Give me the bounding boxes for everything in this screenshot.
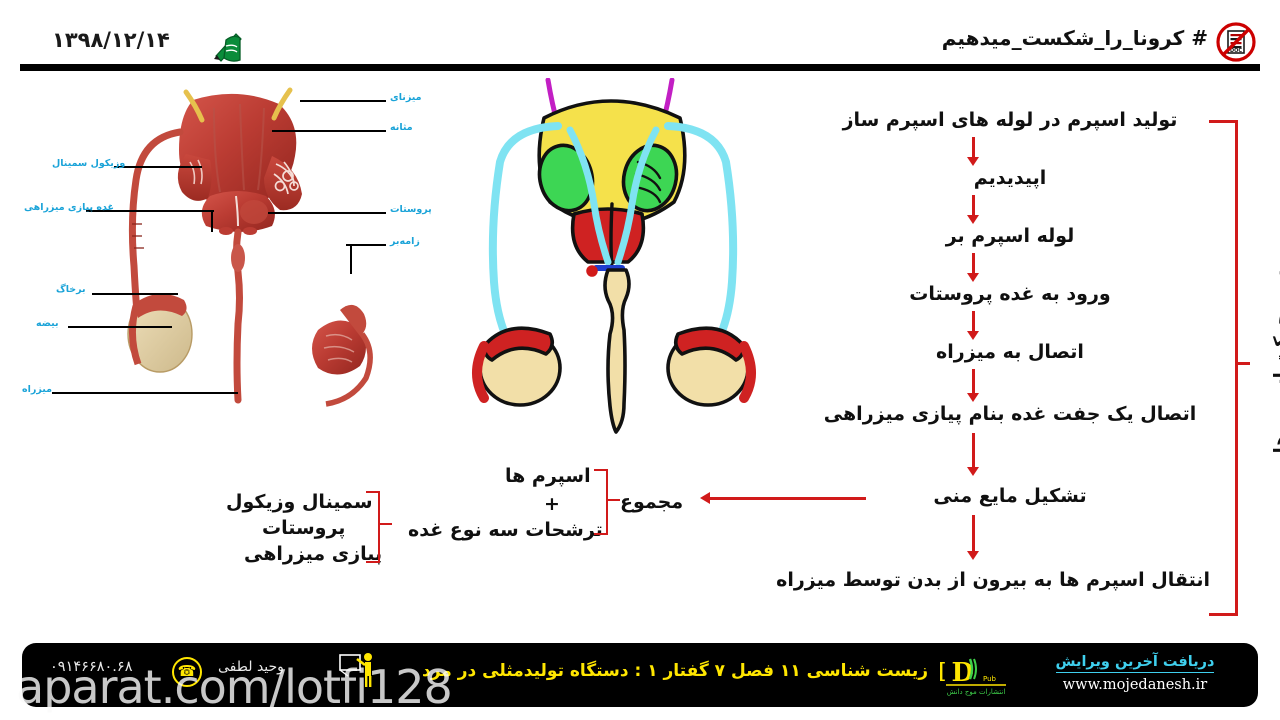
- label-prostate: پروستات: [390, 204, 432, 215]
- semen-composition-summary: اسپرم ها + ترشحات سه نوع غده مجموع سمینا…: [0, 455, 800, 615]
- label-bladder: مثانه: [390, 122, 413, 133]
- pathway-bracket: [1209, 120, 1238, 616]
- leader-line: [268, 212, 386, 214]
- glands-brace-tick: [378, 523, 392, 526]
- leader-line: [300, 100, 386, 102]
- contact-phone: ۰۹۱۴۶۶۸۰.۶۸: [50, 659, 133, 675]
- teacher-blackboard-icon: [339, 653, 372, 687]
- leader-line: [92, 293, 178, 295]
- flow-arrow-4: [972, 311, 975, 333]
- flow-step-7: تشکیل مایع منی: [933, 485, 1087, 507]
- flow-arrowhead-3: [967, 273, 979, 282]
- semen-total-arrow-line: [706, 497, 866, 500]
- label-ureter: میزنای: [390, 92, 422, 103]
- flow-arrow-6: [972, 433, 975, 469]
- flow-arrowhead-7: [967, 551, 979, 560]
- flow-step-1: تولید اسپرم در لوله های اسپرم ساز: [842, 109, 1178, 131]
- semen-total-arrow-head: [700, 492, 710, 504]
- leader-line: [350, 244, 352, 274]
- flow-arrowhead-1: [967, 157, 979, 166]
- leader-line: [114, 166, 202, 168]
- website-url: www.mojedanesh.ir: [1062, 677, 1208, 693]
- leader-line: [346, 244, 386, 246]
- flow-step-8: انتقال اسپرم ها به بیرون از بدن توسط میز…: [776, 569, 1210, 591]
- anatomy-schematic: [440, 77, 790, 448]
- phone-handset-icon: ☎: [172, 657, 202, 687]
- total-label: مجموع: [620, 491, 684, 513]
- flow-arrow-3: [972, 253, 975, 275]
- component-plus-sign: +: [544, 493, 560, 515]
- flow-arrowhead-5: [967, 393, 979, 402]
- slide-header: ۱۳۹۸/۱۲/۱۴ # کرونا_را_شکست_میدهیم DOC: [0, 0, 1280, 71]
- leader-line: [211, 210, 213, 232]
- svg-text:انتشارات موج دانش: انتشارات موج دانش: [947, 688, 1006, 696]
- label-bulbourethral-gland: غده پیازی میزراهی: [24, 202, 114, 213]
- leader-line: [272, 130, 386, 132]
- label-vas-deferens: زامه‌بر: [390, 236, 420, 247]
- flow-step-4: ورود به غده پروستات: [909, 283, 1111, 305]
- component-sperm: اسپرم ها: [505, 465, 591, 487]
- anatomy-photo-illustration: [127, 87, 373, 407]
- publisher-logo: M D Pub انتشارات موج دانش: [940, 658, 1006, 696]
- publisher-website-link[interactable]: دریافت آخرین ویرایش www.mojedanesh.ir: [1040, 651, 1230, 693]
- flow-arrowhead-6: [967, 467, 979, 476]
- lesson-title: زیست شناسی ۱۱ فصل ۷ گفتار ۱ : دستگاه تول…: [422, 661, 928, 681]
- teacher-name: وحید لطفی: [218, 659, 284, 675]
- aparat-watermark: aparat.com/lotfi128: [16, 660, 453, 714]
- leader-line: [86, 210, 214, 212]
- slide-footer: زیست شناسی ۱۱ فصل ۷ گفتار ۱ : دستگاه تول…: [22, 643, 1258, 707]
- label-testis: بیضه: [36, 318, 59, 329]
- header-date: ۱۳۹۸/۱۲/۱۴: [52, 28, 170, 52]
- label-urethra: میزراه: [22, 384, 53, 395]
- flow-arrow-2: [972, 195, 975, 217]
- no-document-prohibition-icon: DOC: [1216, 22, 1256, 62]
- components-brace-tick: [606, 499, 620, 502]
- sperm-pathway-flowchart: تولید اسپرم در لوله های اسپرم ساز اپیدید…: [776, 95, 1210, 615]
- component-secretions: ترشحات سه نوع غده: [408, 519, 603, 541]
- pathway-bracket-tick: [1236, 362, 1250, 365]
- hand-writing-pen-icon: [214, 33, 242, 62]
- flow-step-3: لوله اسپرم بر: [945, 225, 1075, 247]
- gland-bulbourethral: پیازی میزراهی: [244, 543, 383, 565]
- flow-arrow-7: [972, 515, 975, 553]
- gland-seminal-vesicle: سمینال وزیکول: [226, 491, 373, 513]
- label-epididymis: برخاگ: [56, 284, 86, 295]
- svg-text:D: D: [951, 658, 974, 688]
- schematic-illustration: [472, 77, 756, 434]
- flow-step-6: اتصال یک جفت غده بنام پیازی میزراهی: [823, 403, 1197, 425]
- pathway-side-label: مسیر حرکت اسپرم ها: [1270, 258, 1280, 454]
- label-seminal-vesicle: وزیکول سمینال: [52, 158, 126, 169]
- header-divider: [20, 64, 1260, 71]
- components-brace: [594, 469, 608, 535]
- flow-arrow-1: [972, 137, 975, 159]
- flow-arrowhead-2: [967, 215, 979, 224]
- flow-step-5: اتصال به میزراه: [936, 341, 1084, 363]
- flow-step-2: اپیدیدیم: [973, 167, 1047, 189]
- campaign-hashtag: # کرونا_را_شکست_میدهیم: [941, 26, 1208, 50]
- anatomy-photograph: میزنای مثانه پروستات زامه‌بر وزیکول سمین…: [18, 78, 448, 438]
- gland-prostate: پروستات: [262, 517, 346, 539]
- svg-text:Pub: Pub: [983, 675, 997, 683]
- svg-text:DOC: DOC: [1230, 48, 1242, 54]
- leader-line: [52, 392, 238, 394]
- leader-line: [68, 326, 172, 328]
- website-label: دریافت آخرین ویرایش: [1055, 654, 1215, 673]
- svg-text:M: M: [940, 658, 946, 688]
- flow-arrow-5: [972, 369, 975, 395]
- glands-brace: [366, 491, 380, 563]
- flow-arrowhead-4: [967, 331, 979, 340]
